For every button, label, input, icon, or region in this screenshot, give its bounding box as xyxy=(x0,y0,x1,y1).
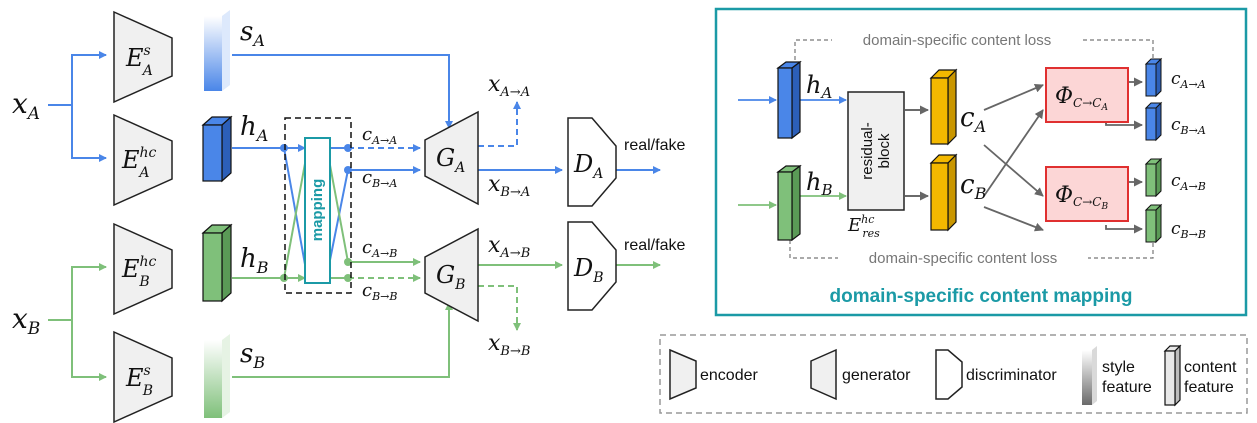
mapping-block xyxy=(304,137,331,284)
panel-out-bb-label: cB→B xyxy=(1171,219,1206,241)
input-b-label: xB xyxy=(12,302,40,339)
panel-h-b-label: hB xyxy=(806,168,833,199)
svg-text:EsB: EsB xyxy=(125,363,153,399)
legend-encoder-icon xyxy=(669,348,697,401)
legend: encoder generator discriminator style fe… xyxy=(659,334,1248,414)
mapping-label: mapping xyxy=(309,179,326,242)
discriminator-a: DA xyxy=(567,117,617,207)
svg-text:DA: DA xyxy=(573,150,603,182)
panel-content-c-b xyxy=(929,153,958,232)
svg-text:EsA: EsA xyxy=(125,43,153,79)
legend-encoder-label: encoder xyxy=(700,367,758,384)
out-ba-label: xB→A xyxy=(488,172,530,200)
generator-b: GB xyxy=(424,227,479,323)
svg-text:ΦC→CB: ΦC→CB xyxy=(1055,183,1108,212)
svg-text:ΦC→CA: ΦC→CA xyxy=(1055,84,1108,113)
panel-output-ab xyxy=(1144,157,1163,198)
panel-out-ab-label: cA→B xyxy=(1171,171,1206,193)
out-ab-label: xA→B xyxy=(488,233,530,261)
content-mapping-panel: domain-specific content loss domain-spec… xyxy=(714,7,1248,317)
legend-style-feature-icon xyxy=(1082,346,1097,405)
real-fake-b-label: real/fake xyxy=(624,237,685,254)
panel-output-aa xyxy=(1144,57,1163,98)
svg-text:feature: feature xyxy=(1102,379,1152,396)
c-ba-label: cB→A xyxy=(362,167,397,190)
legend-discriminator-label: discriminator xyxy=(966,367,1057,384)
residual-block xyxy=(847,91,905,211)
discriminator-b: DB xyxy=(567,221,617,311)
content-feature-b xyxy=(201,223,233,303)
c-ab-label: cA→B xyxy=(362,237,397,260)
panel-title: domain-specific content mapping xyxy=(830,286,1133,307)
svg-text:GA: GA xyxy=(436,144,465,176)
panel-c-a-label: cA xyxy=(960,103,986,136)
svg-text:feature: feature xyxy=(1184,379,1234,396)
content-feature-a xyxy=(201,115,233,183)
loss-bottom-label: domain-specific content loss xyxy=(869,250,1057,267)
input-a-label: xA xyxy=(12,87,40,124)
content-b-label: hB xyxy=(240,244,269,277)
legend-generator-icon xyxy=(810,348,837,401)
out-aa-label: xA→A xyxy=(488,72,530,100)
c-aa-label: cA→A xyxy=(362,124,397,147)
loss-top-label: domain-specific content loss xyxy=(863,32,1051,49)
panel-c-b-label: cB xyxy=(960,170,987,203)
style-feature-b xyxy=(204,334,230,418)
mapping-region xyxy=(284,117,352,294)
svg-text:GB: GB xyxy=(436,261,465,293)
legend-content-label: content xyxy=(1184,359,1237,376)
panel-content-feature-b xyxy=(776,164,802,242)
out-bb-label: xB→B xyxy=(488,331,530,359)
panel-output-bb xyxy=(1144,203,1163,244)
phi-mapping-a: ΦC→CA xyxy=(1045,67,1129,123)
legend-content-feature-icon xyxy=(1163,344,1182,407)
legend-discriminator-icon xyxy=(935,349,963,400)
panel-output-ba xyxy=(1144,101,1163,142)
svg-text:DB: DB xyxy=(573,254,604,286)
panel-content-feature-a xyxy=(776,60,802,140)
residual-block-label: residual- xyxy=(859,122,876,180)
panel-out-ba-label: cB→A xyxy=(1171,115,1206,137)
generator-a: GA xyxy=(424,110,479,206)
style-feature-a xyxy=(204,10,230,91)
style-a-label: sA xyxy=(240,17,265,50)
c-bb-label: cB→B xyxy=(362,280,397,303)
panel-content-c-a xyxy=(929,68,958,146)
phi-mapping-b: ΦC→CB xyxy=(1045,166,1129,222)
legend-generator-label: generator xyxy=(842,367,911,384)
real-fake-a-label: real/fake xyxy=(624,137,685,154)
panel-h-a-label: hA xyxy=(806,71,832,102)
svg-text:block: block xyxy=(876,133,893,169)
content-a-label: hA xyxy=(240,112,268,145)
panel-out-aa-label: cA→A xyxy=(1171,69,1206,91)
style-b-label: sB xyxy=(240,339,265,372)
legend-style-label: style xyxy=(1102,359,1135,376)
